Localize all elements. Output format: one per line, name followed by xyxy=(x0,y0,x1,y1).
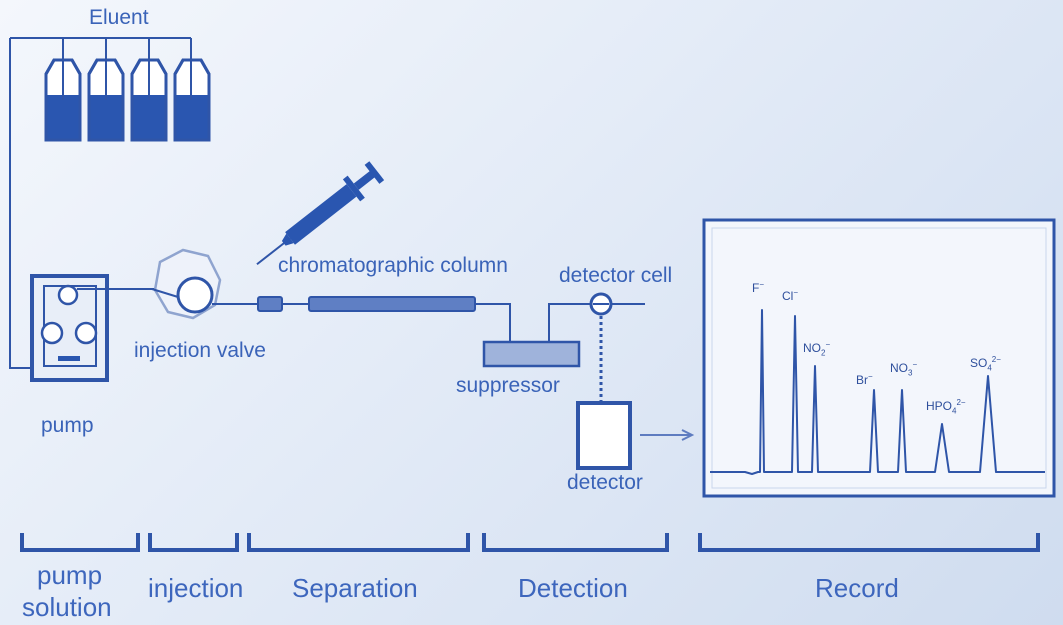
stage-brackets xyxy=(20,533,1040,552)
bracket-record xyxy=(698,533,1040,552)
detector-label: detector xyxy=(567,471,643,494)
suppressor-label: suppressor xyxy=(456,374,560,397)
bracket-pump-solution xyxy=(20,533,140,552)
peak-label-so4: SO42− xyxy=(970,355,1001,373)
peak-label-no3: NO3− xyxy=(890,360,918,378)
injection-valve-label: injection valve xyxy=(134,339,266,362)
chromatogram-panel xyxy=(702,218,1056,498)
peak-label-br: Br− xyxy=(856,372,873,387)
guard-column xyxy=(257,296,283,312)
chromatographic-column-label: chromatographic column xyxy=(278,254,508,277)
signal-arrow-icon xyxy=(640,429,695,441)
stage-label-detection: Detection xyxy=(518,573,628,603)
chromatogram-trace xyxy=(710,309,1045,475)
peak-label-f: F− xyxy=(752,280,765,295)
peak-label-hpo4: HPO42− xyxy=(926,398,966,416)
pump-label: pump xyxy=(41,414,94,437)
stage-label-pump-solution-line2: solution xyxy=(22,592,112,622)
suppressor-outlet-line xyxy=(548,303,645,342)
detector xyxy=(576,401,632,470)
bracket-injection xyxy=(148,533,239,552)
stage-label-pump-solution-line1: pump xyxy=(37,560,103,590)
detector-cell xyxy=(589,292,613,402)
bracket-detection xyxy=(482,533,669,552)
peak-label-no2: NO2− xyxy=(803,340,831,358)
stage-label-separation: Separation xyxy=(292,573,418,603)
eluent-label: Eluent xyxy=(89,6,149,29)
chromatographic-column xyxy=(308,296,476,312)
stage-label-injection: injection xyxy=(148,573,244,603)
column-outlet-line xyxy=(475,303,511,342)
bracket-separation xyxy=(247,533,470,552)
detector-cell-label: detector cell xyxy=(559,264,673,287)
injection-valve xyxy=(151,248,222,320)
peak-label-cl: Cl− xyxy=(782,288,799,303)
stage-label-record: Record xyxy=(815,573,899,603)
syringe-icon xyxy=(256,161,385,266)
eluent-bottles xyxy=(10,37,211,142)
suppressor xyxy=(482,340,581,368)
pump xyxy=(30,274,109,382)
